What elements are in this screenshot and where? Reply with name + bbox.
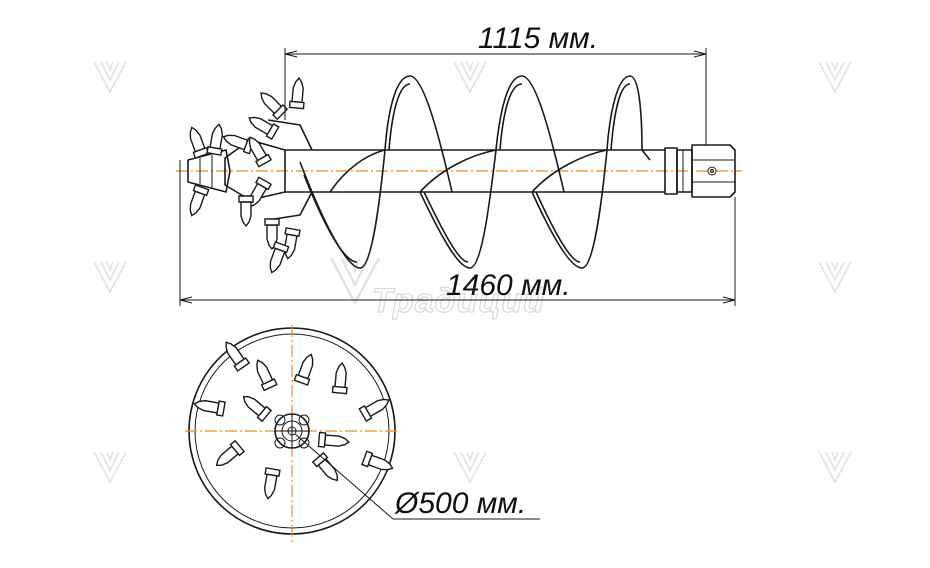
watermark-brand-text: Традиций (372, 282, 545, 320)
dimension-flight-length-label: 1115 мм. (478, 22, 598, 55)
auger-side-view: 1115 мм. 1460 мм. (176, 22, 742, 306)
dimension-total-length-label: 1460 мм. (446, 269, 571, 302)
end-view-hub (274, 413, 310, 449)
dimension-diameter-leader (294, 433, 540, 520)
auger-flights (299, 75, 651, 269)
dimension-diameter-label: Ø500 мм. (394, 487, 526, 520)
dimension-flight-length (284, 48, 707, 145)
auger-shank (664, 144, 736, 198)
dimension-total-length (179, 160, 736, 306)
auger-end-view (185, 325, 540, 545)
auger-cutting-head (184, 76, 313, 276)
